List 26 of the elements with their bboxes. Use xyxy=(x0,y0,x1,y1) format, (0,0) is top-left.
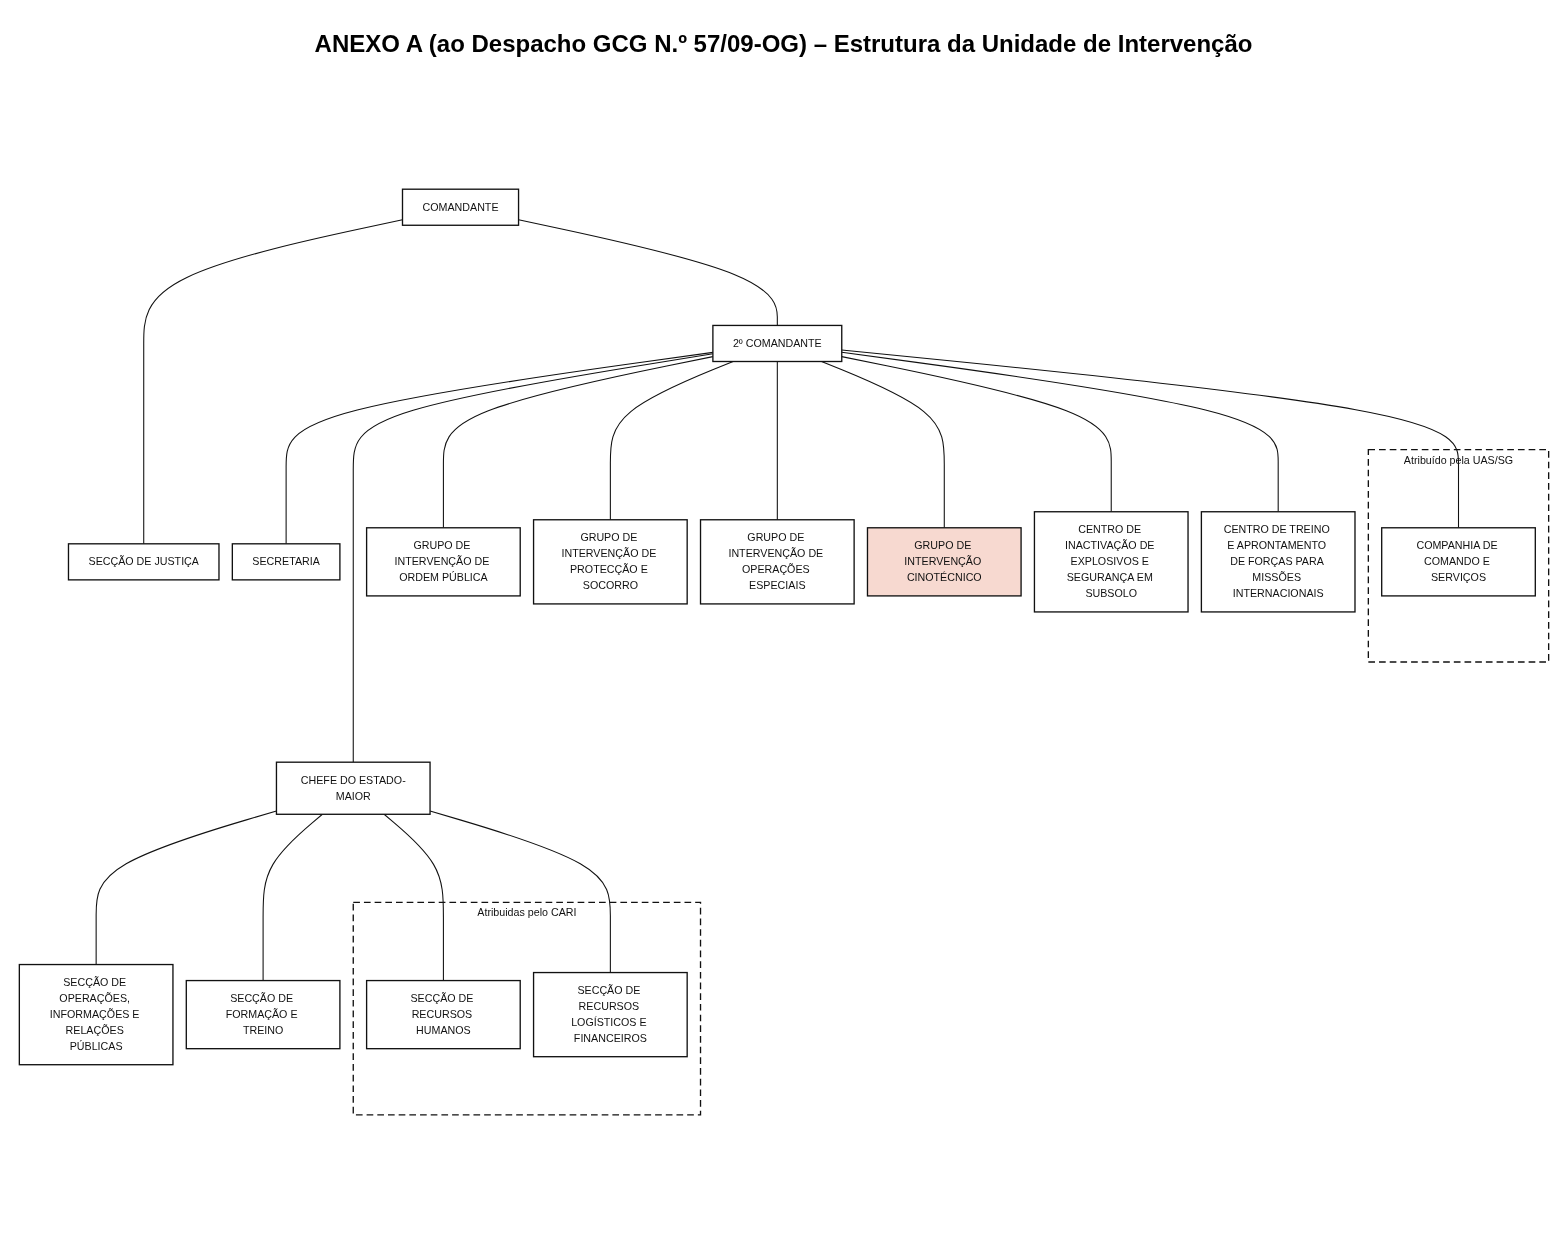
node-box: SECÇÃO DE JUSTIÇA xyxy=(67,543,220,581)
node-box: GRUPO DE INTERVENÇÃO DE ORDEM PÚBLICA xyxy=(365,527,521,597)
connector xyxy=(262,813,323,982)
node-box: SECÇÃO DE RECURSOS LOGÍSTICOS E FINANCEIROS xyxy=(532,971,688,1058)
node-box: SECÇÃO DE RECURSOS HUMANOS xyxy=(365,979,521,1050)
node-box: SECÇÃO DE FORMAÇÃO E TREINO xyxy=(185,979,341,1050)
connector xyxy=(442,356,713,529)
node-box: COMANDANTE xyxy=(401,188,519,226)
connector xyxy=(285,351,713,545)
node-box: COMPANHIA DE COMANDO E SERVIÇOS xyxy=(1380,527,1536,597)
connector xyxy=(352,353,713,763)
connector xyxy=(609,360,734,521)
diagram-title: ANEXO A (ao Despacho GCG N.º 57/09-OG) – Estrutura da Unidade de Intervenção xyxy=(314,30,1253,58)
node-box: 2º COMANDANTE xyxy=(711,324,842,363)
node-box: CENTRO DE INACTIVAÇÃO DE EXPLOSIVOS E SEGURANÇA EM SUBSOLO xyxy=(1033,511,1189,613)
connector xyxy=(429,810,611,974)
node-box: GRUPO DE INTERVENÇÃO DE OPERAÇÕES ESPECIAIS xyxy=(699,519,855,605)
node-box: SECÇÃO DE OPERAÇÕES, INFORMAÇÕES E RELAÇÕES PÚBLICAS xyxy=(18,963,174,1066)
connector xyxy=(776,360,778,521)
node-box: CENTRO DE TREINO E APRONTAMENTO DE FORÇAS PARA MISSÕES INTERNACIONAIS xyxy=(1200,511,1356,613)
node-box: SECRETARIA xyxy=(231,543,341,581)
node-box: GRUPO DE INTERVENÇÃO DE PROTECÇÃO E SOCORRO xyxy=(532,519,688,605)
connector xyxy=(142,219,403,545)
connector xyxy=(383,813,444,982)
node-box: CHEFE DO ESTADO-MAIOR xyxy=(275,761,431,815)
node-box: GRUPO DE INTERVENÇÃO CINOTÉCNICO xyxy=(866,527,1022,597)
